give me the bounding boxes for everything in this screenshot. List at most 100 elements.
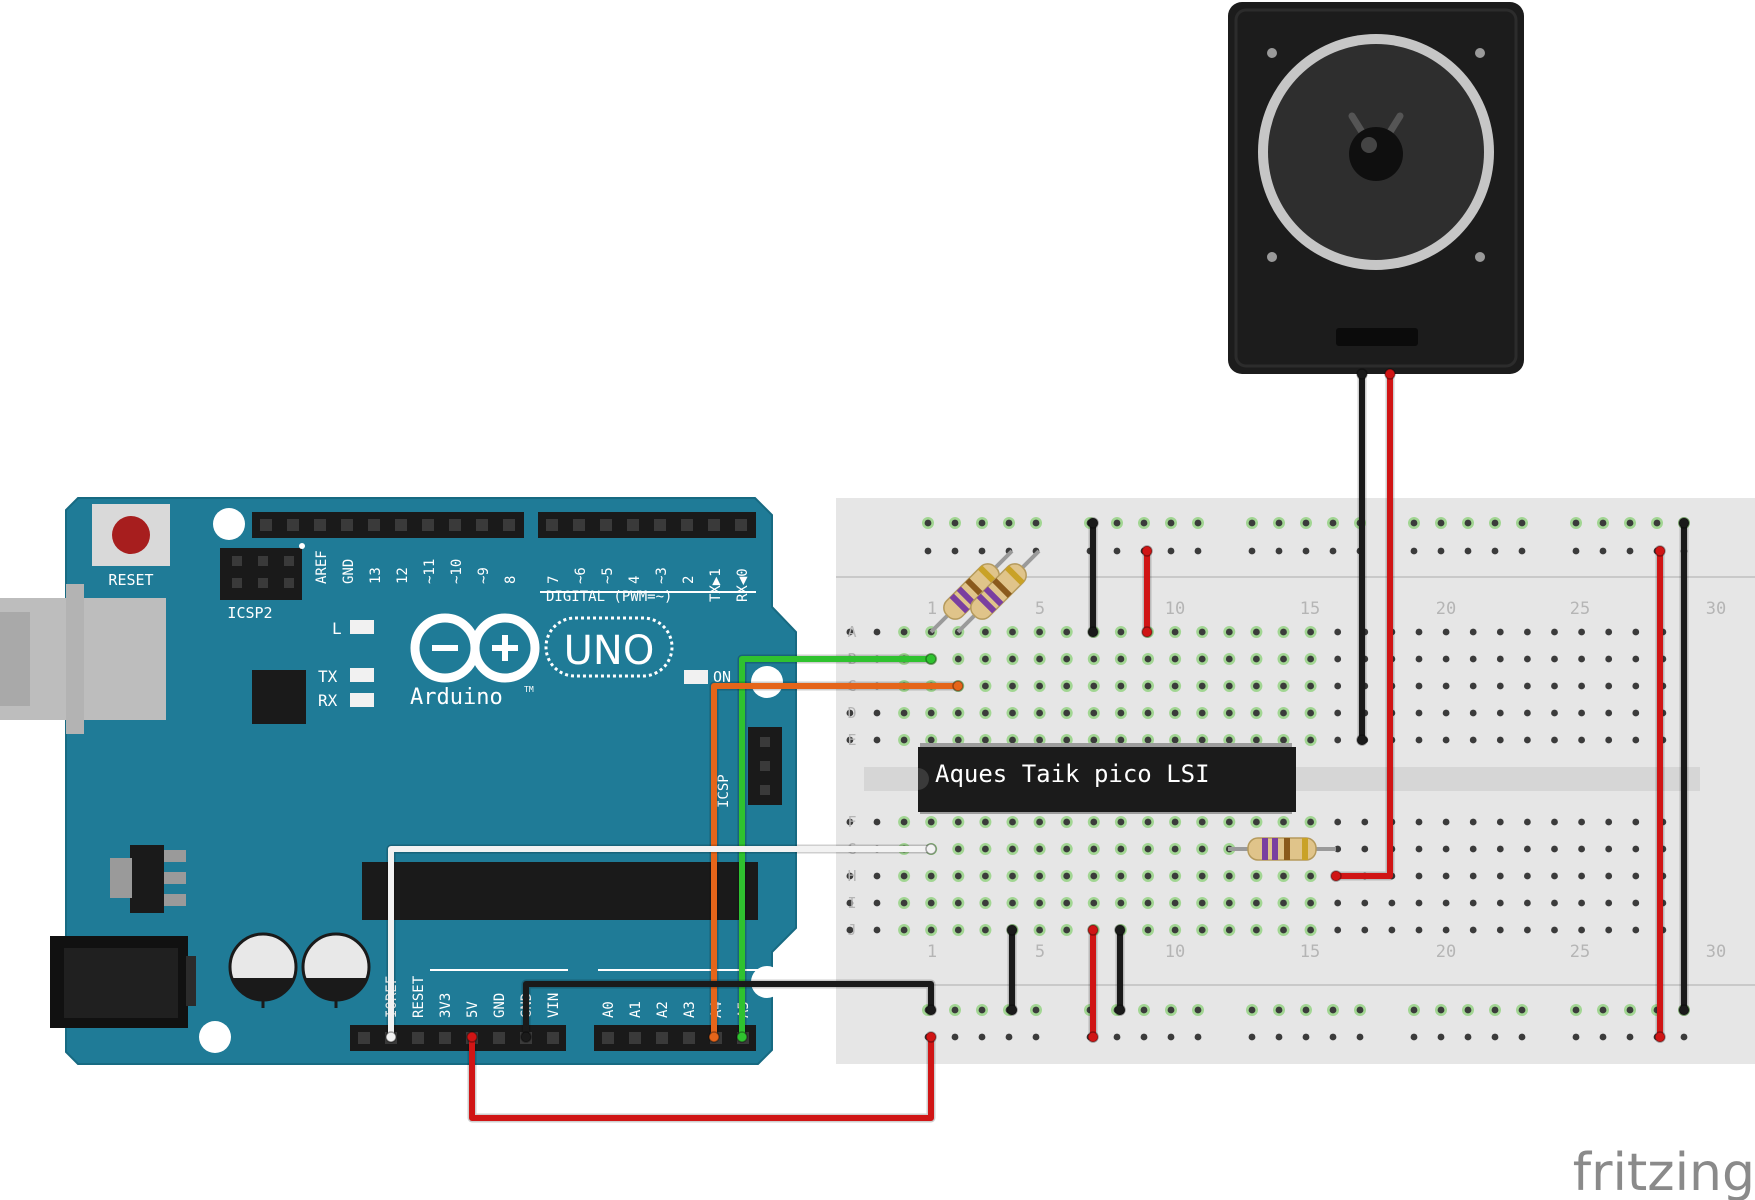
breadboard-hole[interactable] xyxy=(900,899,908,907)
header-pin[interactable] xyxy=(627,519,639,531)
rail-hole[interactable] xyxy=(1302,1033,1310,1041)
breadboard-hole[interactable] xyxy=(1280,682,1287,690)
breadboard-hole[interactable] xyxy=(982,682,989,690)
rail-hole[interactable] xyxy=(1410,1006,1418,1014)
breadboard-hole[interactable] xyxy=(1415,818,1423,826)
breadboard-hole[interactable] xyxy=(1442,926,1450,934)
breadboard-hole[interactable] xyxy=(1253,926,1260,934)
rail-hole[interactable] xyxy=(1302,1006,1310,1014)
breadboard-hole[interactable] xyxy=(1171,682,1179,690)
rail-hole[interactable] xyxy=(1518,1006,1526,1014)
breadboard-hole[interactable] xyxy=(1524,682,1531,690)
breadboard-hole[interactable] xyxy=(1361,926,1369,934)
breadboard-hole[interactable] xyxy=(1442,736,1450,744)
breadboard-hole[interactable] xyxy=(1117,655,1125,663)
breadboard-hole[interactable] xyxy=(1524,655,1531,663)
breadboard-hole[interactable] xyxy=(1253,872,1260,880)
breadboard-hole[interactable] xyxy=(1171,818,1179,826)
breadboard-hole[interactable] xyxy=(1551,926,1558,934)
breadboard-hole[interactable] xyxy=(1524,628,1531,636)
header-pin[interactable] xyxy=(681,519,693,531)
breadboard-hole[interactable] xyxy=(954,872,962,880)
breadboard-hole[interactable] xyxy=(1280,818,1287,826)
header-pin[interactable] xyxy=(449,519,461,531)
breadboard-hole[interactable] xyxy=(1117,628,1125,636)
breadboard-hole[interactable] xyxy=(1036,899,1043,907)
breadboard-hole[interactable] xyxy=(1144,736,1152,744)
breadboard-hole[interactable] xyxy=(1225,899,1233,907)
breadboard-hole[interactable] xyxy=(1198,926,1206,934)
breadboard-hole[interactable] xyxy=(1036,818,1043,826)
breadboard-hole[interactable] xyxy=(1415,926,1423,934)
breadboard-hole[interactable] xyxy=(1117,845,1125,853)
breadboard-hole[interactable] xyxy=(1063,872,1071,880)
breadboard-hole[interactable] xyxy=(1036,926,1043,934)
breadboard-hole[interactable] xyxy=(982,926,989,934)
breadboard-hole[interactable] xyxy=(873,899,881,907)
rail-hole[interactable] xyxy=(1194,547,1202,555)
vcc-wire-red[interactable] xyxy=(469,1034,934,1121)
breadboard-hole[interactable] xyxy=(982,628,989,636)
rail-hole[interactable] xyxy=(1329,1006,1337,1014)
resistor-1[interactable] xyxy=(929,549,1014,634)
rail-hole[interactable] xyxy=(1437,1033,1445,1041)
breadboard-hole[interactable] xyxy=(1605,655,1613,663)
rail-hole[interactable] xyxy=(1302,547,1310,555)
breadboard-hole[interactable] xyxy=(1144,845,1152,853)
breadboard-hole[interactable] xyxy=(1551,872,1558,880)
breadboard-hole[interactable] xyxy=(900,872,908,880)
header-pin[interactable] xyxy=(341,519,353,531)
rail-hole[interactable] xyxy=(1491,519,1499,527)
rail-hole[interactable] xyxy=(978,547,986,555)
header-pin[interactable] xyxy=(395,519,407,531)
rail-hole[interactable] xyxy=(1032,1033,1040,1041)
breadboard-hole[interactable] xyxy=(1551,655,1558,663)
breadboard-hole[interactable] xyxy=(982,899,989,907)
header-pin[interactable] xyxy=(600,519,612,531)
breadboard-hole[interactable] xyxy=(1090,682,1098,690)
breadboard-hole[interactable] xyxy=(1225,682,1233,690)
breadboard-hole[interactable] xyxy=(927,736,935,744)
header-pin[interactable] xyxy=(547,1032,559,1044)
rail-hole[interactable] xyxy=(1167,547,1175,555)
breadboard-hole[interactable] xyxy=(1225,736,1233,744)
breadboard-hole[interactable] xyxy=(1090,818,1098,826)
breadboard-hole[interactable] xyxy=(1063,682,1071,690)
speaker-wire-red[interactable] xyxy=(1333,371,1393,879)
breadboard-hole[interactable] xyxy=(1009,736,1016,744)
rail-hole[interactable] xyxy=(1680,1033,1688,1041)
breadboard-hole[interactable] xyxy=(1171,872,1179,880)
rail-hole[interactable] xyxy=(1572,1006,1580,1014)
breadboard-hole[interactable] xyxy=(1578,926,1585,934)
rail-hole[interactable] xyxy=(1626,1033,1634,1041)
header-pin[interactable] xyxy=(654,519,666,531)
rail-hole[interactable] xyxy=(1275,1033,1283,1041)
breadboard-hole[interactable] xyxy=(927,872,935,880)
breadboard-hole[interactable] xyxy=(1415,682,1423,690)
breadboard-hole[interactable] xyxy=(1307,628,1314,636)
rail-hole[interactable] xyxy=(1599,519,1607,527)
breadboard-hole[interactable] xyxy=(1496,628,1504,636)
breadboard-hole[interactable] xyxy=(1469,682,1477,690)
breadboard-hole[interactable] xyxy=(1063,899,1071,907)
breadboard-hole[interactable] xyxy=(1036,845,1043,853)
breadboard-hole[interactable] xyxy=(982,845,989,853)
rail-hole[interactable] xyxy=(1653,519,1661,527)
header-pin[interactable] xyxy=(422,519,434,531)
rail-hole[interactable] xyxy=(1356,1033,1364,1041)
breadboard-hole[interactable] xyxy=(1442,818,1450,826)
breadboard-hole[interactable] xyxy=(1036,682,1043,690)
breadboard-hole[interactable] xyxy=(1442,709,1450,717)
breadboard-hole[interactable] xyxy=(927,926,935,934)
breadboard-hole[interactable] xyxy=(1551,709,1558,717)
rail-hole[interactable] xyxy=(1356,1006,1364,1014)
rail-hole[interactable] xyxy=(1302,519,1310,527)
breadboard-hole[interactable] xyxy=(1524,736,1531,744)
breadboard-hole[interactable] xyxy=(1632,709,1640,717)
breadboard-hole[interactable] xyxy=(1334,736,1342,744)
breadboard-hole[interactable] xyxy=(846,628,854,636)
breadboard-hole[interactable] xyxy=(954,736,962,744)
rail-hole[interactable] xyxy=(1518,547,1526,555)
breadboard-hole[interactable] xyxy=(1442,845,1450,853)
breadboard-hole[interactable] xyxy=(1524,926,1531,934)
